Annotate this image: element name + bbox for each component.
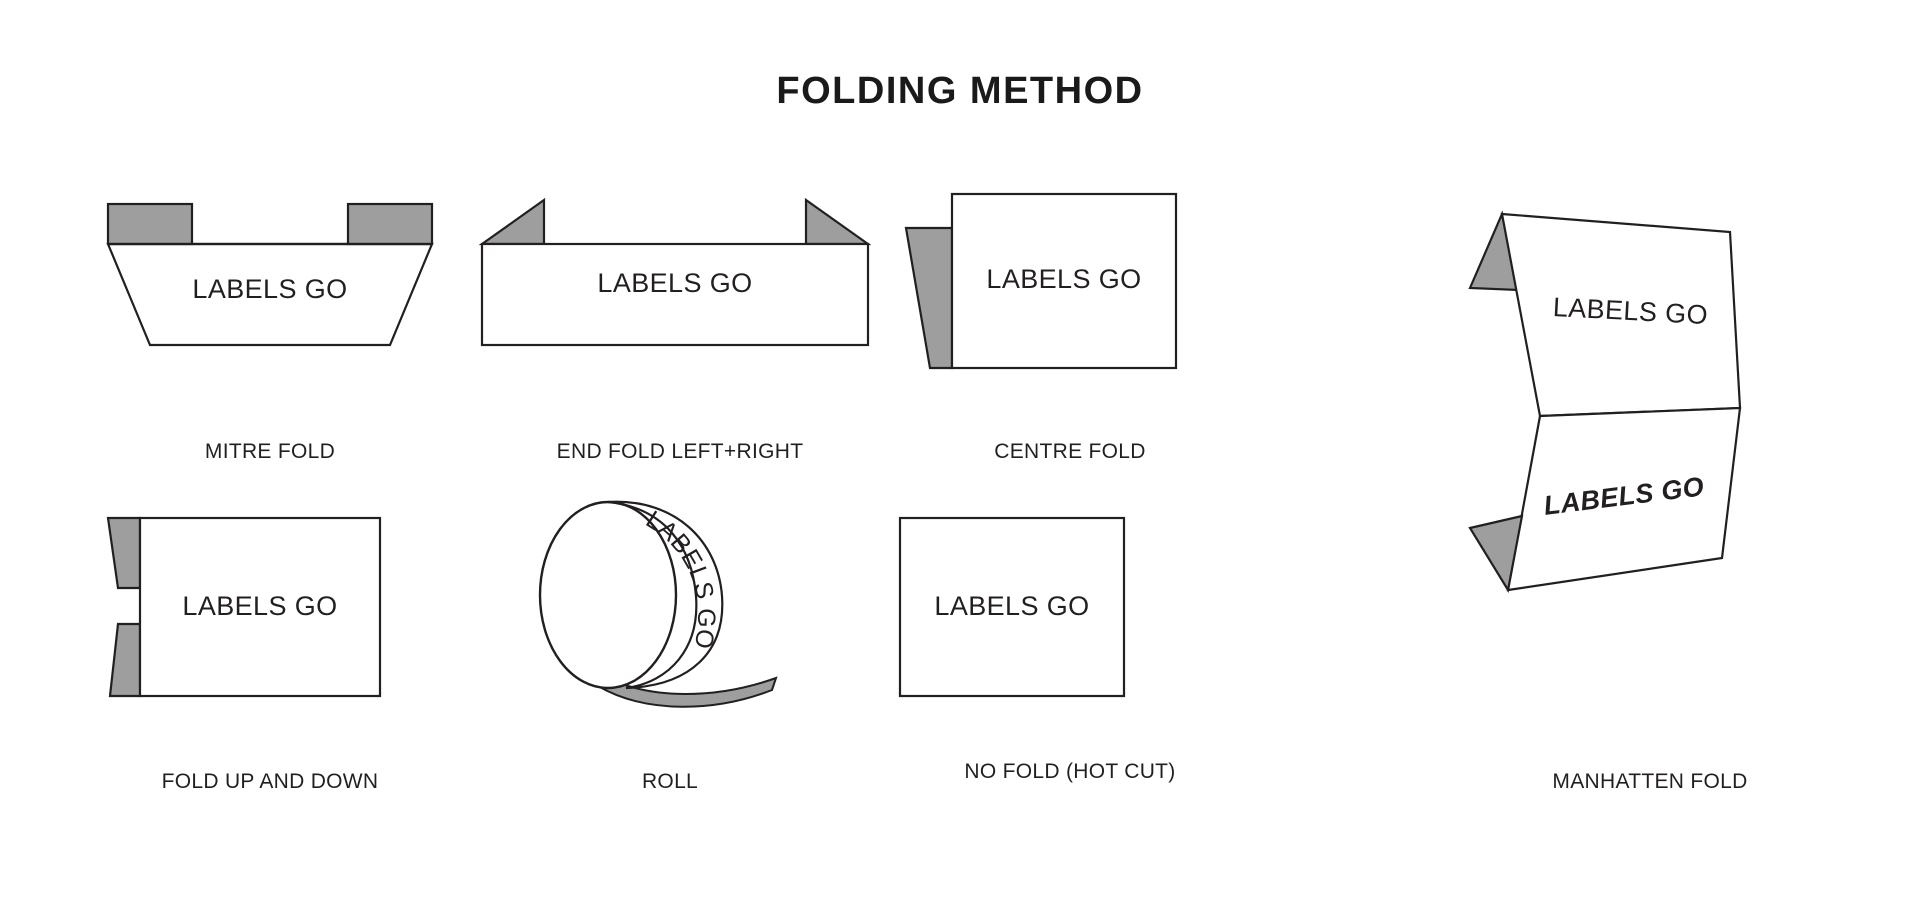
fold-up-and-down-body [138, 516, 382, 698]
diagram-end-fold-left-right: LABELS GO [470, 180, 890, 440]
caption-end-fold-left-right: END FOLD LEFT+RIGHT [556, 440, 804, 463]
end-fold-body [480, 242, 870, 347]
diagram-mitre-fold: LABELS GO [60, 180, 480, 440]
end-fold-left-flap [478, 197, 546, 246]
diagram-fold-up-and-down: LABELS GO [60, 500, 480, 760]
mitre-fold-label-text: LABELS GO [192, 274, 347, 304]
centre-fold-label-text: LABELS GO [986, 264, 1141, 294]
no-fold-body [898, 516, 1126, 698]
diagram-manhatten-fold: LABELS GO LABELS GO [1440, 210, 1860, 690]
caption-no-fold-hot-cut: NO FOLD (HOT CUT) [964, 760, 1176, 783]
roll-band-outer [607, 500, 724, 690]
caption-mitre-fold: MITRE FOLD [204, 440, 336, 463]
fold-up-and-down-label-text: LABELS GO [182, 591, 337, 621]
roll-band-inner [607, 500, 698, 690]
centre-fold-back-flap [904, 226, 954, 370]
centre-fold-body [950, 192, 1178, 370]
caption-centre-fold: CENTRE FOLD [994, 440, 1146, 463]
no-fold-label-text: LABELS GO [934, 591, 1089, 621]
diagram-no-fold-hot-cut: LABELS GO [890, 500, 1250, 760]
diagram-roll: LABELS GO [480, 490, 860, 770]
fold-up-and-down-bottom-flap [108, 622, 142, 698]
caption-fold-up-and-down: FOLD UP AND DOWN [161, 770, 379, 793]
roll-tape-tail [596, 672, 778, 708]
page-title: FOLDING METHOD [776, 70, 1144, 112]
end-fold-label-text: LABELS GO [597, 268, 752, 298]
mitre-fold-left-flap [106, 202, 194, 246]
mitre-fold-right-flap [346, 202, 434, 246]
caption-manhatten-fold: MANHATTEN FOLD [1552, 770, 1748, 793]
manhatten-fold-bottom-flap [1468, 514, 1524, 594]
fold-up-and-down-top-flap [106, 516, 142, 590]
end-fold-right-flap [804, 197, 872, 246]
caption-roll: ROLL [641, 770, 699, 793]
diagram-centre-fold: LABELS GO [890, 180, 1250, 440]
